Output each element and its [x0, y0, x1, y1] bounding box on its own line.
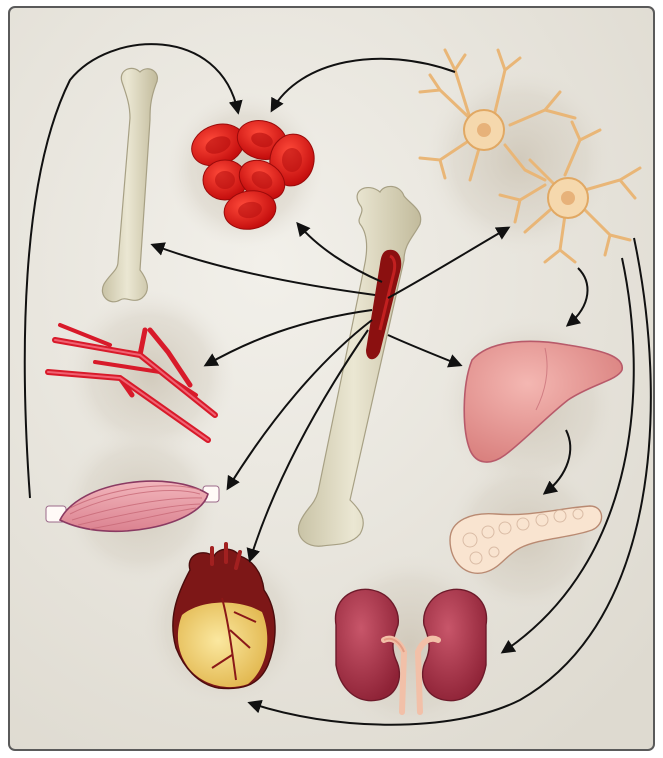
organ-crosstalk-diagram: [0, 0, 663, 758]
figure: [0, 0, 663, 758]
